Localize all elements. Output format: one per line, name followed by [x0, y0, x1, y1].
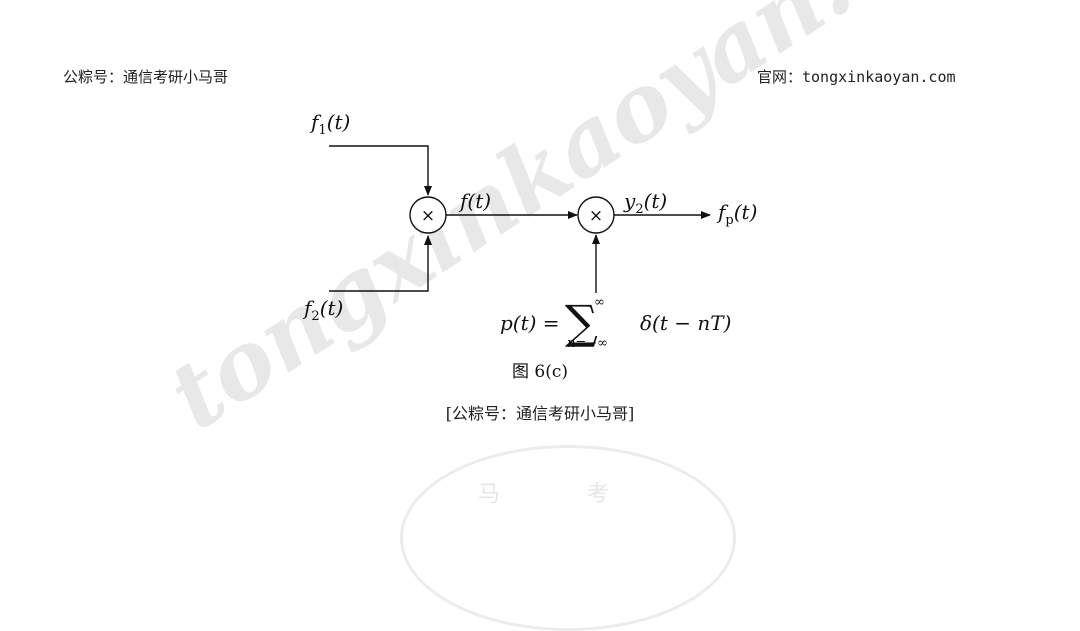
- fp-output-label: fp(t): [716, 200, 757, 228]
- sampling-formula: p(t) = ∑ ∞ n=−∞ δ(t − nT): [500, 295, 731, 351]
- summation-upper-limit: ∞: [594, 295, 605, 310]
- figure-caption: 图 6(c): [511, 362, 568, 382]
- y2-signal-label: y2(t): [623, 189, 667, 217]
- sampling-lhs: p(t) =: [500, 311, 560, 335]
- input-f2-line: [329, 235, 432, 292]
- summation-lower-limit: n=−∞: [567, 336, 608, 351]
- multiplier-1: ×: [409, 196, 447, 234]
- block-diagram: f1(t) f2(t) × f(t) × y2(t) fp(t) p(t) = …: [302, 110, 757, 351]
- header-website: 官网：tongxinkaoyan.com: [757, 68, 956, 86]
- multiply-symbol-2: ×: [589, 206, 603, 226]
- summation-symbol: ∑: [565, 295, 598, 349]
- multiplier-2: ×: [577, 196, 615, 234]
- input-f1-line: [329, 145, 432, 196]
- header-account: 公粽号：通信考研小马哥: [63, 68, 229, 86]
- multiply-symbol-1: ×: [421, 206, 435, 226]
- source-note: [公粽号：通信考研小马哥]: [445, 404, 635, 423]
- input-f2-label: f2(t): [302, 296, 343, 324]
- impulse-train-term: δ(t − nT): [640, 311, 731, 335]
- input-f1-label: f1(t): [309, 110, 350, 138]
- product-signal-label: f(t): [458, 189, 491, 213]
